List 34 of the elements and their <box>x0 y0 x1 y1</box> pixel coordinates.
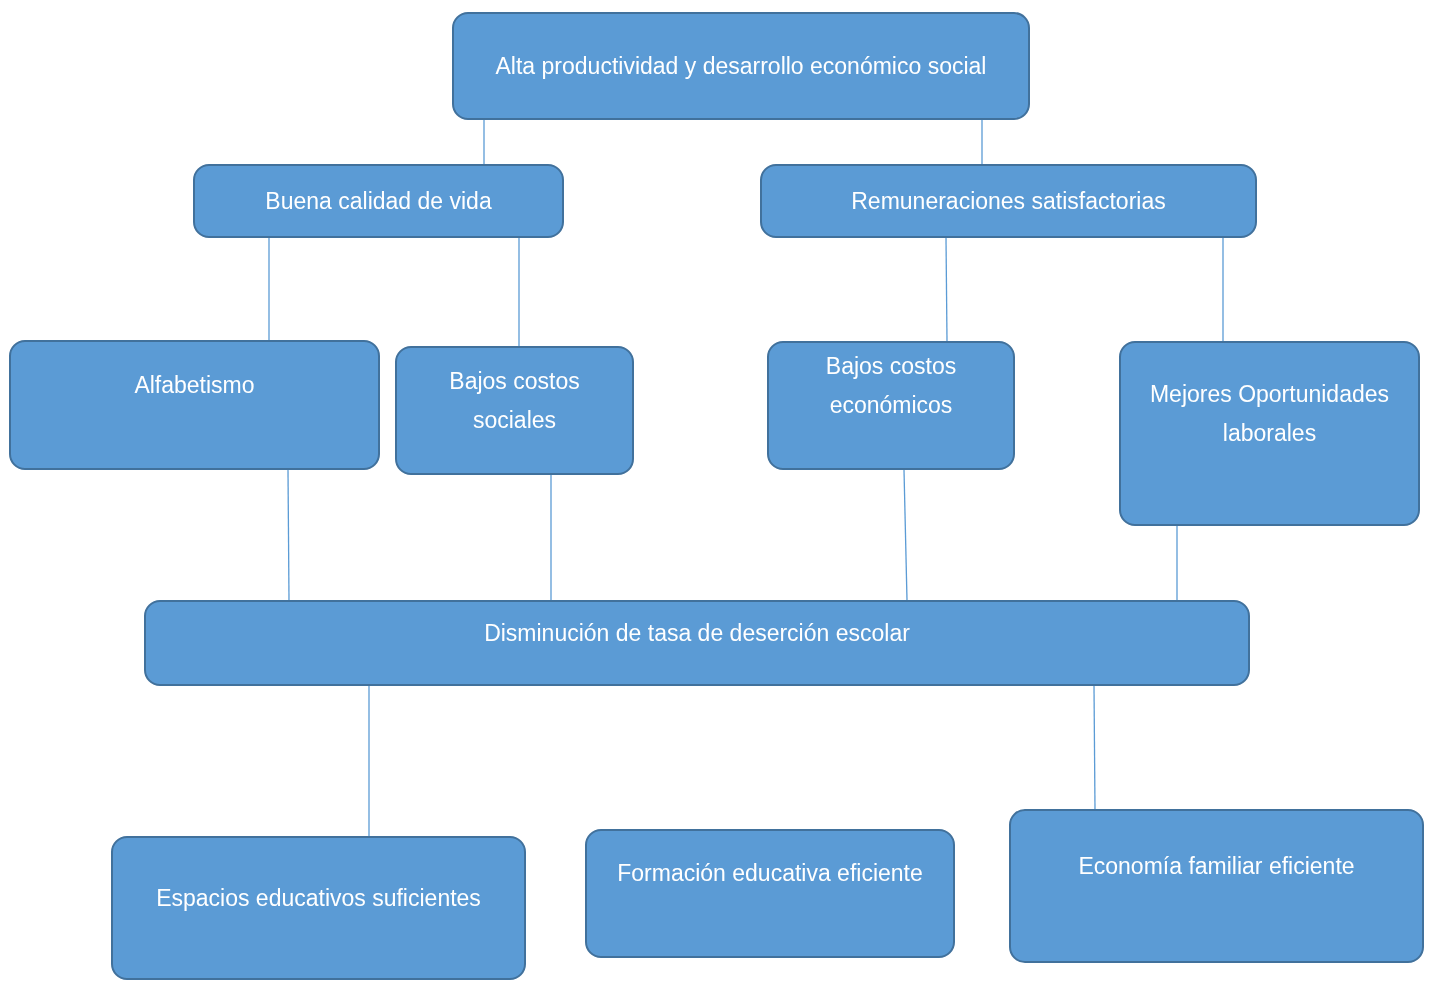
concept-box <box>760 164 1257 238</box>
connector-line <box>268 237 270 341</box>
connector-line <box>1176 525 1178 601</box>
connector-line <box>981 119 983 165</box>
box-label: Alta productividad y desarrollo económico social <box>495 51 987 81</box>
box-label: Buena calidad de vida <box>265 186 492 216</box>
concept-box <box>193 164 564 238</box>
concept-box <box>452 12 1030 120</box>
connector-line <box>287 469 290 601</box>
concept-box <box>767 341 1015 470</box>
concept-box <box>585 829 955 958</box>
box-label: Economía familiar eficiente <box>1078 851 1355 881</box>
connector-line <box>945 237 948 342</box>
concept-box <box>9 340 380 470</box>
concept-box <box>395 346 634 475</box>
connector-line <box>550 474 552 601</box>
box-label: Espacios educativos suficientes <box>156 883 481 913</box>
connector-line <box>1093 685 1096 810</box>
box-label: Bajos costos sociales <box>448 366 581 435</box>
connector-line <box>483 119 485 165</box>
concept-box <box>1009 809 1424 963</box>
concept-box <box>111 836 526 980</box>
box-label: Formación educativa eficiente <box>617 859 923 888</box>
box-label: Disminución de tasa de deserción escolar <box>484 618 910 648</box>
connector-line <box>1222 237 1224 342</box>
connector-line <box>903 469 908 601</box>
connector-line <box>368 685 370 837</box>
box-label: Mejores Oportunidades laborales <box>1148 379 1391 448</box>
concept-box <box>1119 341 1420 526</box>
concept-box <box>144 600 1250 686</box>
connector-line <box>518 237 520 347</box>
box-label: Bajos costos económicos <box>824 351 958 420</box>
box-label: Alfabetismo <box>134 370 255 400</box>
box-label: Remuneraciones satisfactorias <box>851 186 1166 216</box>
